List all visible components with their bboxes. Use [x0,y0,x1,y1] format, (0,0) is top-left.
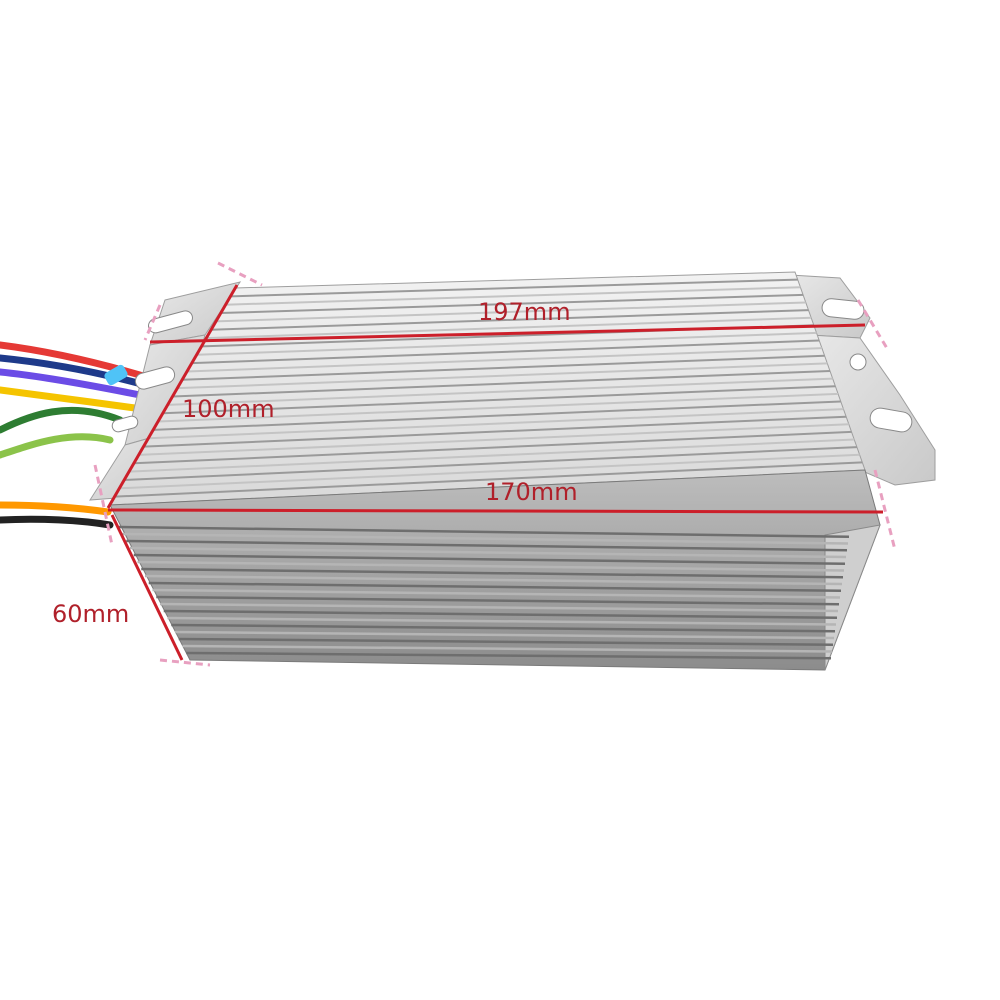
top-fin [225,286,801,306]
side-fin [163,609,838,619]
dimension-line-197 [149,323,866,344]
side-fin [174,630,835,640]
side-fin [141,567,844,579]
top-fin [143,415,847,448]
dimension-line-170 [107,508,884,514]
side-fin [186,651,832,660]
top-fin [133,430,852,465]
housing-side-face [109,469,881,671]
side-fin [133,553,846,565]
top-fin [138,423,849,456]
top-fin [158,392,839,423]
side-fin [137,560,845,572]
side-fin [152,588,841,599]
side-fin [178,637,834,646]
wire [0,433,114,459]
extension-ticks [93,261,897,667]
wire [0,406,124,434]
top-fin [167,377,833,406]
wire-bundle [0,341,154,529]
top-fin [215,301,806,323]
top-fin [162,385,836,415]
side-fin [118,525,850,538]
top-fin [114,461,863,498]
wire [0,354,149,389]
connector-cap [104,364,128,386]
top-fin [129,438,855,473]
dimension-label-100: 100mm [182,395,275,423]
top-fin [220,293,804,315]
dimension-label-170: 170mm [485,478,578,506]
side-fin [126,539,848,552]
side-fin-lines [118,525,850,660]
wire [0,368,144,399]
side-fin [182,644,833,653]
top-fin-lines [114,278,863,498]
top-fin [210,309,809,331]
side-fin [122,532,849,545]
dimension-label-197: 197mm [478,298,571,326]
top-fin [172,370,831,398]
wire [0,515,114,529]
top-fin [186,347,822,373]
top-fin [196,331,817,356]
side-fin [129,546,847,559]
wire [0,386,139,412]
side-fin [159,602,839,613]
wire [0,501,112,516]
top-fin [191,339,820,365]
side-fin [148,581,842,592]
dimension-label-60: 60mm [52,600,129,628]
top-fin [148,408,844,440]
side-fin [156,595,840,606]
dimension-line-100 [106,284,239,509]
top-fin [206,316,812,340]
top-fin [153,400,841,431]
wire [0,341,154,382]
dimension-line-60 [110,514,184,661]
side-fin [167,616,837,626]
side-fin [171,623,836,633]
top-fin [124,446,857,481]
dimension-lines [106,284,884,661]
top-fin [177,362,828,390]
top-fin [182,354,825,381]
top-fin [230,278,798,298]
top-fin [119,453,860,490]
side-fin [144,574,843,586]
